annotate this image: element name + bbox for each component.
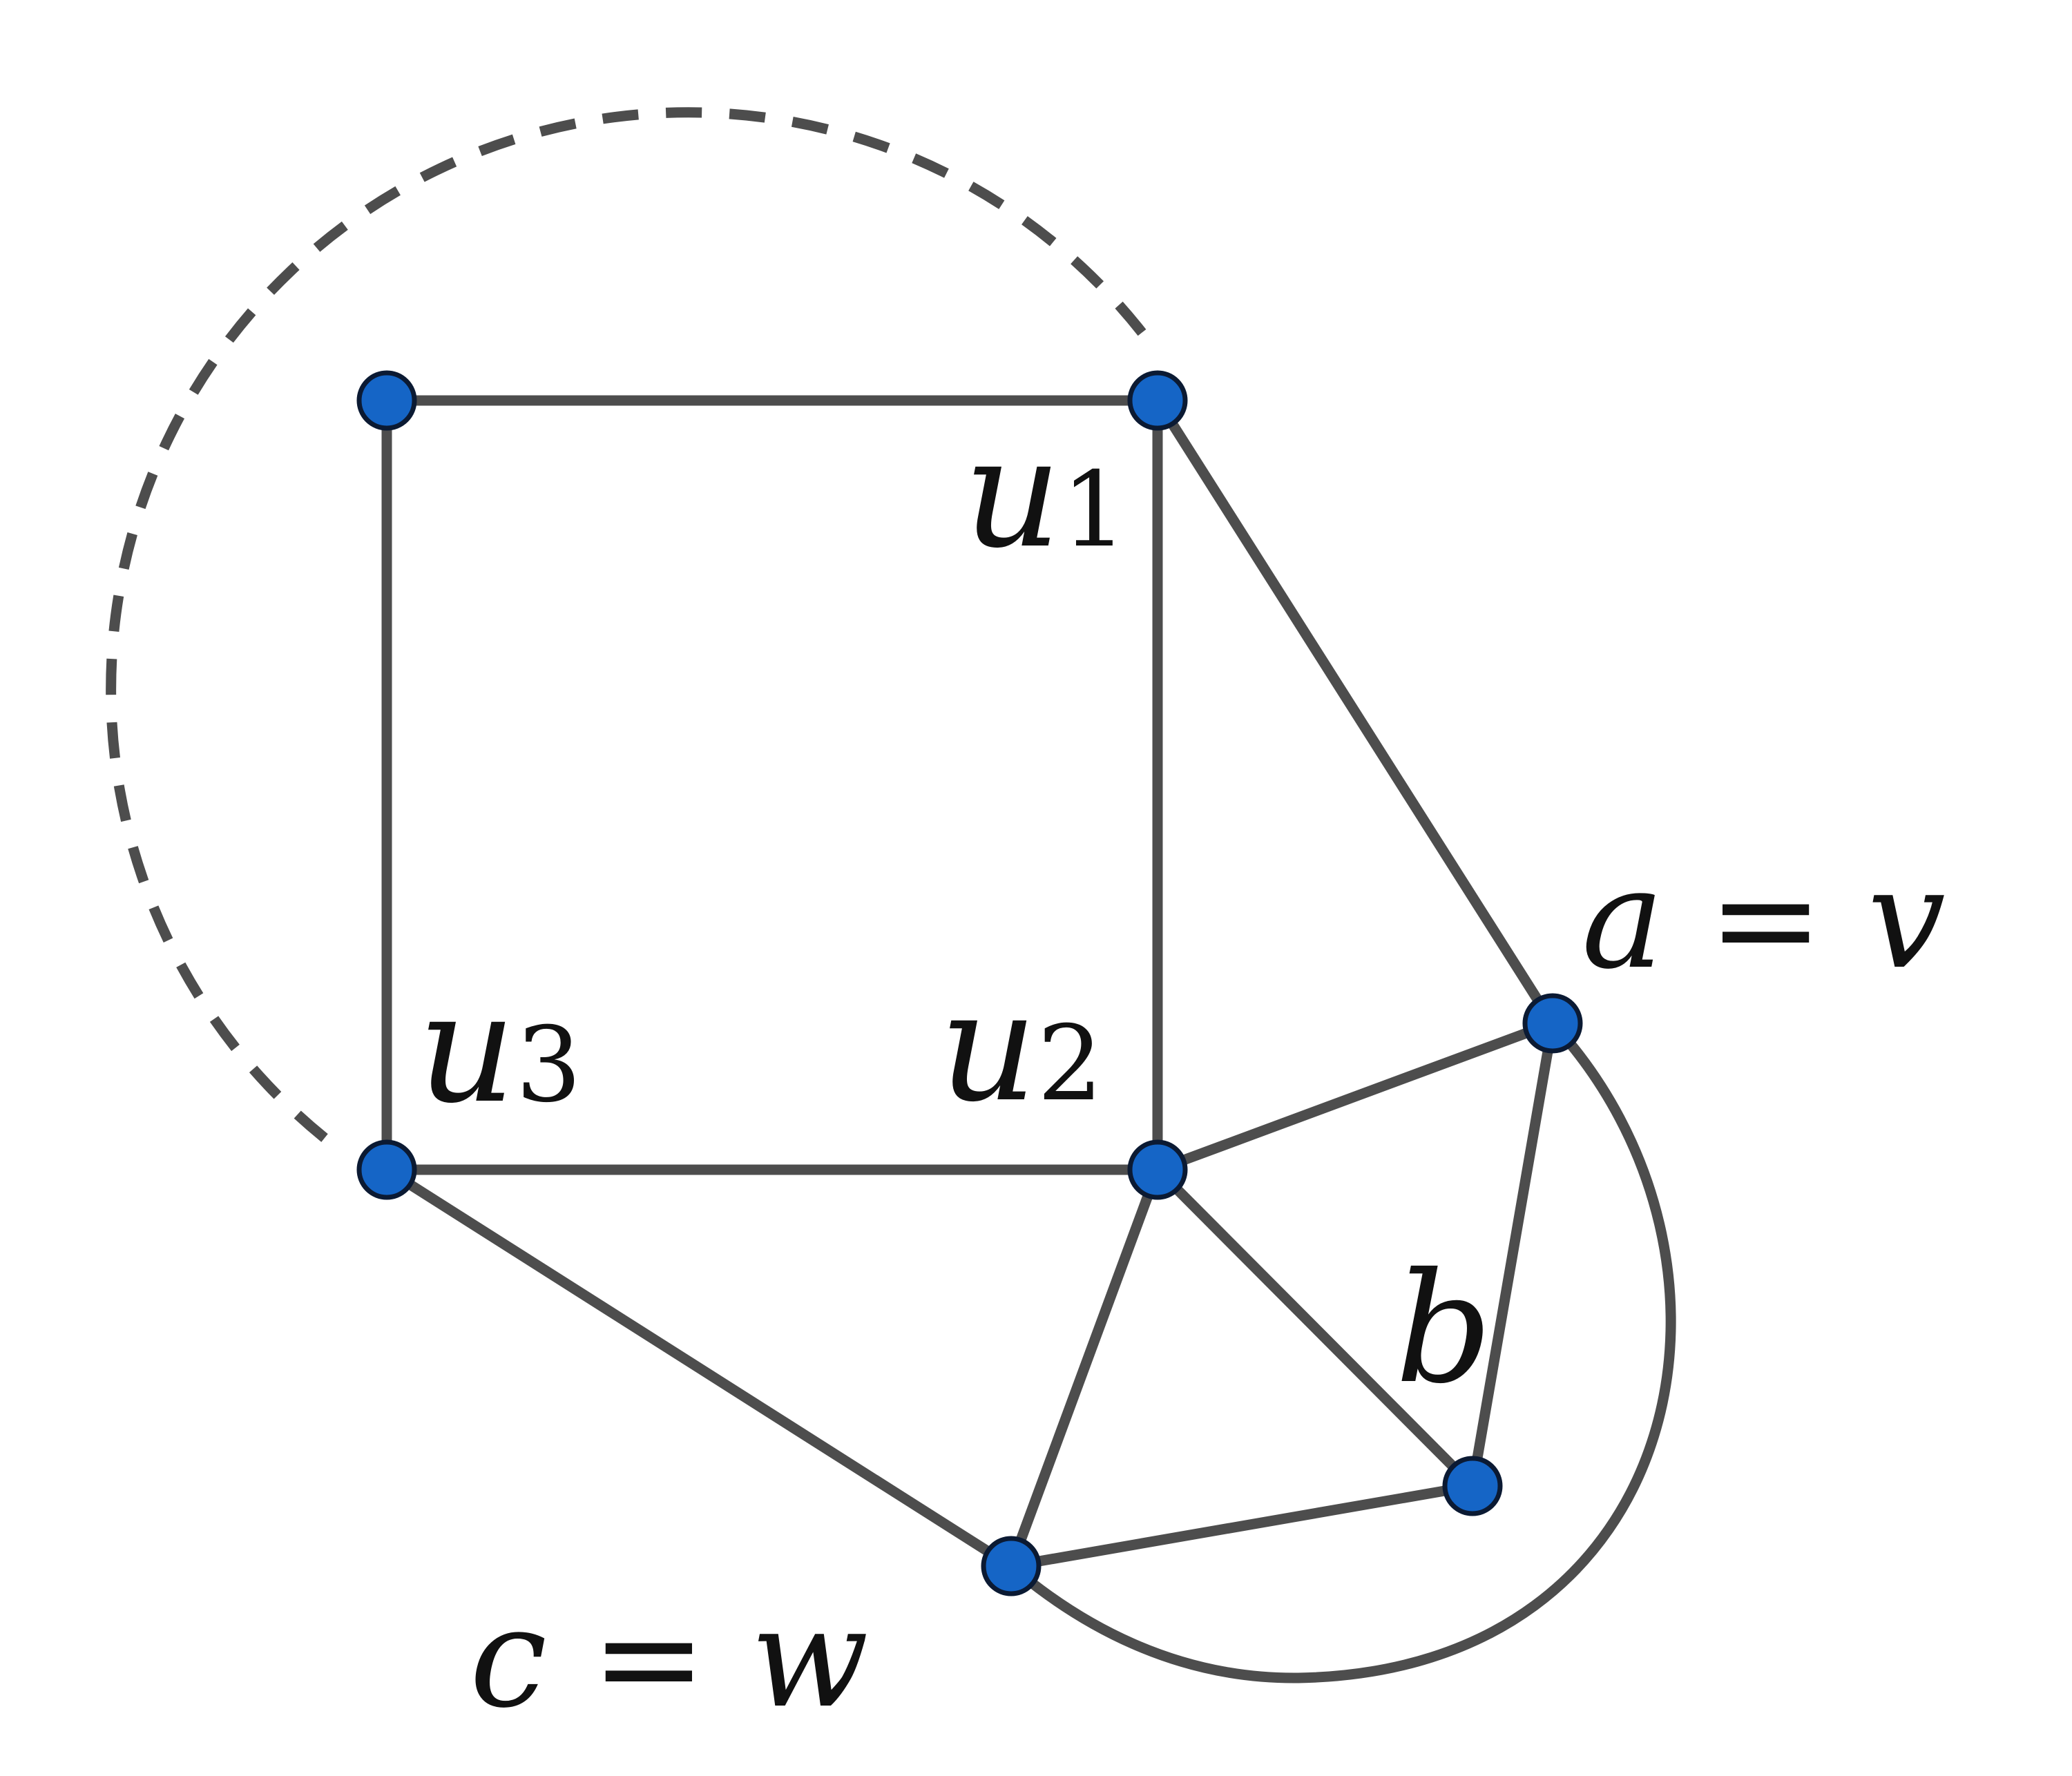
label-u3: u3 (418, 960, 582, 1137)
edge-u3-u1-dashed (106, 107, 1160, 1142)
label-c-equals-w: c = w (470, 1578, 869, 1739)
node-b (1442, 1456, 1503, 1516)
edge-u2-c (1006, 1168, 1163, 1568)
edge-a-b (1467, 1022, 1558, 1487)
edge-u3-c (383, 1165, 1015, 1571)
node-top-left (356, 370, 417, 431)
node-u1 (1127, 370, 1188, 431)
node-u3 (356, 1139, 417, 1200)
node-c (981, 1536, 1042, 1596)
label-u2: u2 (939, 958, 1103, 1135)
edge-u1-a (1153, 397, 1557, 1027)
node-a (1522, 993, 1583, 1054)
edge-a-c-curve (1008, 1019, 1676, 1683)
edge-u2-b (1153, 1166, 1477, 1490)
label-b: b (1395, 1240, 1493, 1417)
node-u2 (1127, 1139, 1188, 1200)
label-a-equals-v: a = v (1582, 839, 1946, 1000)
label-u1: u1 (963, 405, 1127, 581)
edge-u2-a (1155, 1018, 1555, 1175)
edge-c-b (1010, 1480, 1474, 1572)
